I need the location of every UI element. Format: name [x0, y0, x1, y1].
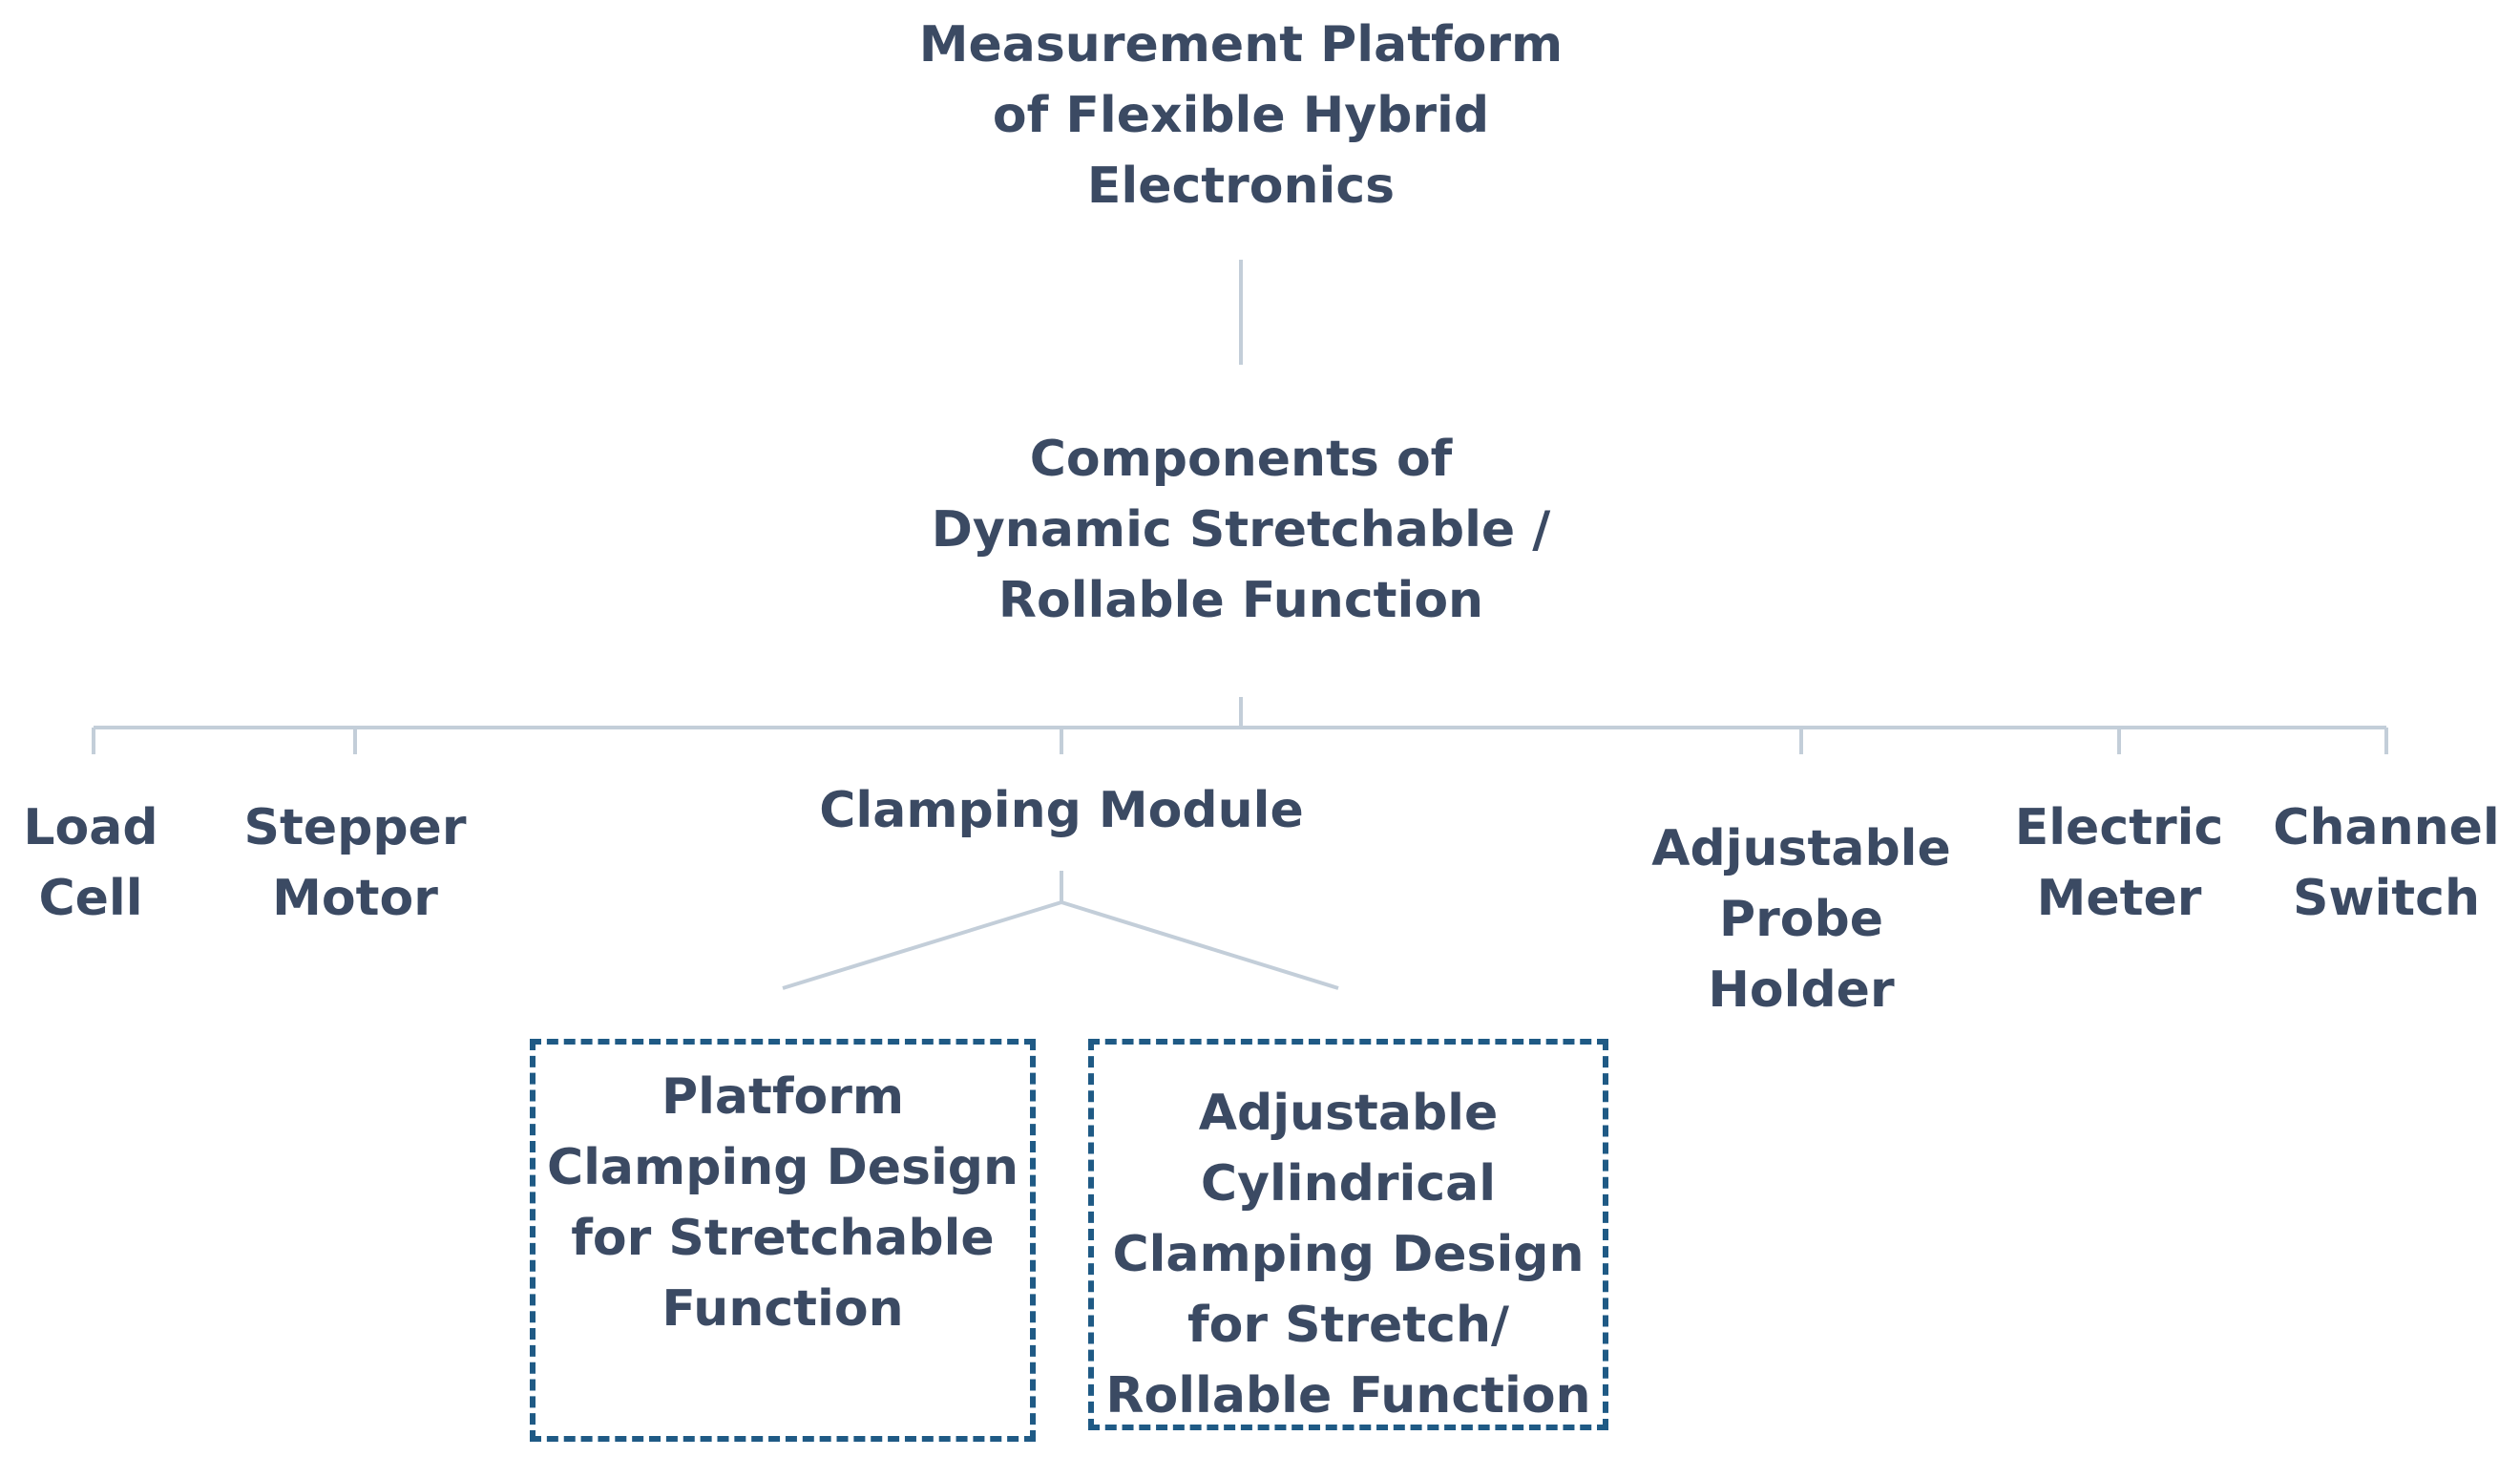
platform-design-line-2: Clamping Design	[546, 1139, 1019, 1196]
cylindrical-design-line-1: Adjustable	[1198, 1085, 1499, 1142]
components-node-line-2: Dynamic Stretchable /	[931, 501, 1551, 559]
root-node-line-1: Measurement Platform	[918, 16, 1564, 74]
platform-clamping-design-box	[530, 1039, 1036, 1442]
cylindrical-clamping-design-node: Adjustable Cylindrical Clamping Design f…	[1088, 1078, 1608, 1431]
clamping-to-platform-branch	[782, 900, 1062, 990]
stepper-motor-node: Stepper Motor	[212, 792, 498, 934]
electric-meter-node: Electric Meter	[1985, 792, 2253, 934]
adjustable-probe-holder-node: Adjustable Probe Holder	[1634, 813, 1968, 1025]
cylindrical-design-line-3: Clamping Design	[1112, 1226, 1585, 1283]
clamping-module-label: Clamping Module	[819, 782, 1304, 839]
channel-switch-node: Channel Switch	[2262, 792, 2510, 934]
stepper-motor-line-1: Stepper	[243, 799, 467, 856]
cylindrical-design-line-4: for Stretch/	[1186, 1297, 1509, 1354]
load-cell-line-2: Cell	[38, 870, 143, 927]
clamping-module-node: Clamping Module	[775, 775, 1348, 846]
cylindrical-design-line-5: Rollable Function	[1105, 1367, 1591, 1425]
probe-holder-line-2: Probe	[1719, 891, 1883, 948]
platform-design-line-3: for Stretchable	[571, 1210, 995, 1267]
stepper-motor-line-2: Motor	[272, 870, 438, 927]
components-node-line-3: Rollable Function	[998, 572, 1484, 629]
root-node-line-3: Electronics	[1086, 158, 1396, 215]
cylindrical-clamping-design-box	[1088, 1039, 1608, 1430]
probe-holder-line-3: Holder	[1708, 961, 1895, 1019]
electric-meter-line-1: Electric	[2014, 799, 2224, 856]
platform-design-line-4: Function	[662, 1280, 904, 1338]
platform-design-line-1: Platform	[661, 1068, 905, 1126]
channel-switch-line-2: Switch	[2292, 870, 2480, 927]
load-cell-node: Load Cell	[0, 792, 181, 934]
channel-switch-line-1: Channel	[2273, 799, 2500, 856]
root-node-line-2: of Flexible Hybrid	[992, 87, 1490, 144]
load-cell-line-1: Load	[23, 799, 158, 856]
clamping-to-cylindrical-branch	[1060, 900, 1339, 990]
root-node: Measurement Platform of Flexible Hybrid …	[859, 10, 1623, 222]
electric-meter-line-2: Meter	[2036, 870, 2202, 927]
components-node: Components of Dynamic Stretchable / Roll…	[859, 424, 1623, 636]
probe-holder-line-1: Adjustable	[1651, 820, 1951, 877]
components-node-line-1: Components of	[1029, 431, 1453, 488]
cylindrical-design-line-2: Cylindrical	[1200, 1155, 1497, 1213]
platform-clamping-design-node: Platform Clamping Design for Stretchable…	[530, 1062, 1036, 1344]
